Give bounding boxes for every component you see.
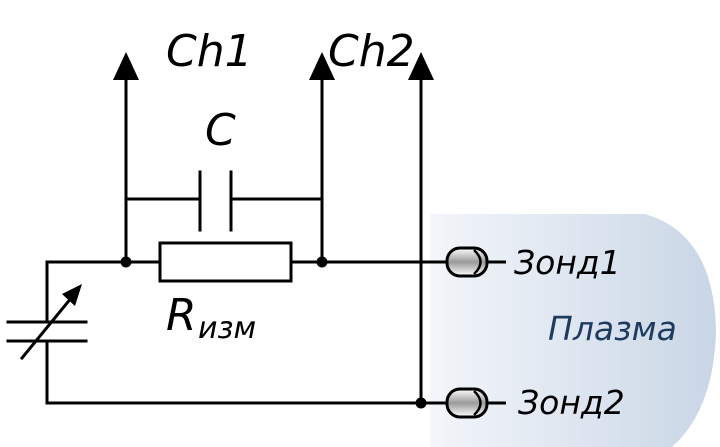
ch2-arrow-icon: [309, 52, 335, 80]
ch1-label: Ch1: [166, 26, 253, 77]
resistor-subscript: изм: [198, 311, 256, 346]
plasma-region: [430, 214, 716, 447]
capacitor-label: C: [205, 105, 236, 156]
ch2-label: Ch2: [328, 26, 415, 77]
probe1-connector-icon: [445, 246, 506, 278]
measuring-resistor: [158, 241, 293, 283]
ch1-arrow-icon: [113, 52, 139, 80]
probe2-connector-icon: [445, 387, 506, 419]
adjust-arrow-shaft: [19, 294, 75, 361]
probe2-label: Зонд2: [518, 383, 625, 422]
plasma-label: Плазма: [548, 309, 677, 348]
ground-arrow-icon: [408, 52, 434, 80]
adjust-arrow-icon: [62, 284, 82, 306]
resistor-label: R: [166, 290, 197, 341]
junction-dot: [316, 256, 328, 268]
probe1-label: Зонд1: [514, 243, 621, 282]
junction-dot: [120, 256, 132, 268]
